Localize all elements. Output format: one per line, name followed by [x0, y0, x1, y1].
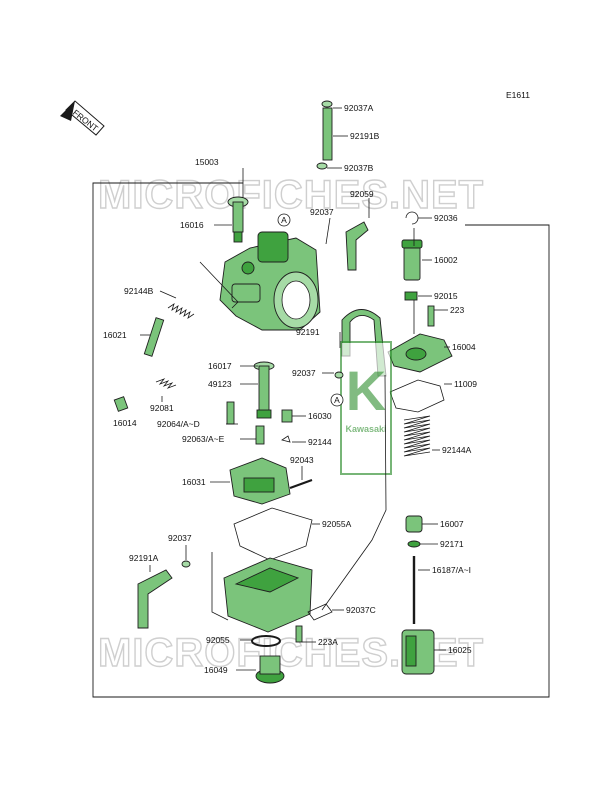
part-16030	[281, 409, 293, 423]
svg-text:A: A	[334, 395, 340, 405]
label-15003: 15003	[195, 157, 219, 167]
float-bowl	[223, 557, 313, 633]
screw-223A	[295, 625, 303, 643]
kawasaki-logo: K Kawasaki	[340, 341, 392, 475]
label-223: 223	[450, 305, 464, 315]
nut-92015	[404, 291, 418, 301]
front-arrow-icon: FRONT	[60, 100, 105, 136]
plug-16049	[255, 655, 285, 684]
label-92144: 92144	[308, 437, 332, 447]
clip-92171	[407, 540, 421, 548]
assembly-frame	[92, 182, 550, 698]
label-92037B: 92037B	[344, 163, 374, 173]
hose-92191B	[316, 100, 333, 170]
label-92015: 92015	[434, 291, 458, 301]
label-92144B: 92144B	[124, 286, 154, 296]
label-92055: 92055	[206, 635, 230, 645]
label-49123: 49123	[208, 379, 232, 389]
label-16016: 16016	[180, 220, 204, 230]
watermark-top: MICROFICHES.NET	[98, 173, 484, 217]
spring-92144B	[167, 303, 195, 319]
label-16004: 16004	[452, 342, 476, 352]
oring-92055	[251, 635, 281, 647]
label-92191: 92191	[296, 327, 320, 337]
spring-92144A	[403, 415, 431, 457]
logo-letter: K	[346, 359, 386, 422]
label-92081: 92081	[150, 403, 174, 413]
carburetor-body	[219, 231, 321, 331]
clip-92144	[281, 435, 291, 443]
label-16025: 16025	[448, 645, 472, 655]
clip-92036	[405, 211, 419, 225]
hose-92191A	[137, 569, 173, 629]
part-16021	[143, 317, 165, 357]
leader-lines	[140, 107, 452, 671]
gasket-11009	[389, 379, 445, 413]
label-92037-low: 92037	[168, 533, 192, 543]
label-223A: 223A	[318, 637, 338, 647]
clip-92037C	[307, 603, 333, 621]
label-16030: 16030	[308, 411, 332, 421]
label-92037C: 92037C	[346, 605, 376, 615]
label-92037-top: 92037	[310, 207, 334, 217]
label-16031: 16031	[182, 477, 206, 487]
callout-a-mid: A	[330, 393, 344, 407]
ring-92037-low	[181, 560, 191, 568]
label-92059: 92059	[350, 189, 374, 199]
label-92037-mid: 92037	[292, 368, 316, 378]
label-92171: 92171	[440, 539, 464, 549]
label-11009: 11009	[454, 379, 477, 389]
part-16004	[387, 333, 453, 373]
label-92191A: 92191A	[129, 553, 159, 563]
pin-92043	[289, 478, 313, 490]
part-16016	[227, 196, 249, 243]
jet-92063	[255, 425, 265, 445]
jet-92064	[226, 401, 235, 425]
float-16031	[229, 457, 291, 505]
label-16007: 16007	[440, 519, 464, 529]
label-16021: 16021	[103, 330, 127, 340]
part-16007	[405, 515, 423, 533]
label-92144A: 92144A	[442, 445, 472, 455]
part-labels: 92037A 92191B 92037B 15003 92059 92036 9…	[103, 103, 477, 675]
label-16002: 16002	[434, 255, 458, 265]
ring-92037-mid	[334, 371, 344, 379]
logo-text: Kawasaki	[345, 424, 386, 434]
part-49123	[253, 361, 275, 419]
label-16187: 16187/A~I	[432, 565, 471, 575]
label-92037A: 92037A	[344, 103, 374, 113]
svg-text:A: A	[281, 215, 287, 225]
label-92036: 92036	[434, 213, 458, 223]
part-16002	[401, 239, 423, 281]
label-16014: 16014	[113, 418, 137, 428]
label-92064: 92064/A~D	[157, 419, 200, 429]
label-92063: 92063/A~E	[182, 434, 225, 444]
gasket-92055A	[233, 507, 313, 561]
hose-92059	[345, 221, 369, 271]
label-16017: 16017	[208, 361, 232, 371]
spring-92081	[155, 378, 177, 389]
screw-223	[427, 305, 435, 327]
label-92043: 92043	[290, 455, 314, 465]
slide-16025	[401, 629, 435, 675]
part-16014	[113, 396, 129, 412]
label-92055A: 92055A	[322, 519, 352, 529]
diagram-id: E1611	[506, 90, 530, 100]
label-16049: 16049	[204, 665, 228, 675]
callout-a-top: A	[277, 213, 291, 227]
label-92191B: 92191B	[350, 131, 380, 141]
